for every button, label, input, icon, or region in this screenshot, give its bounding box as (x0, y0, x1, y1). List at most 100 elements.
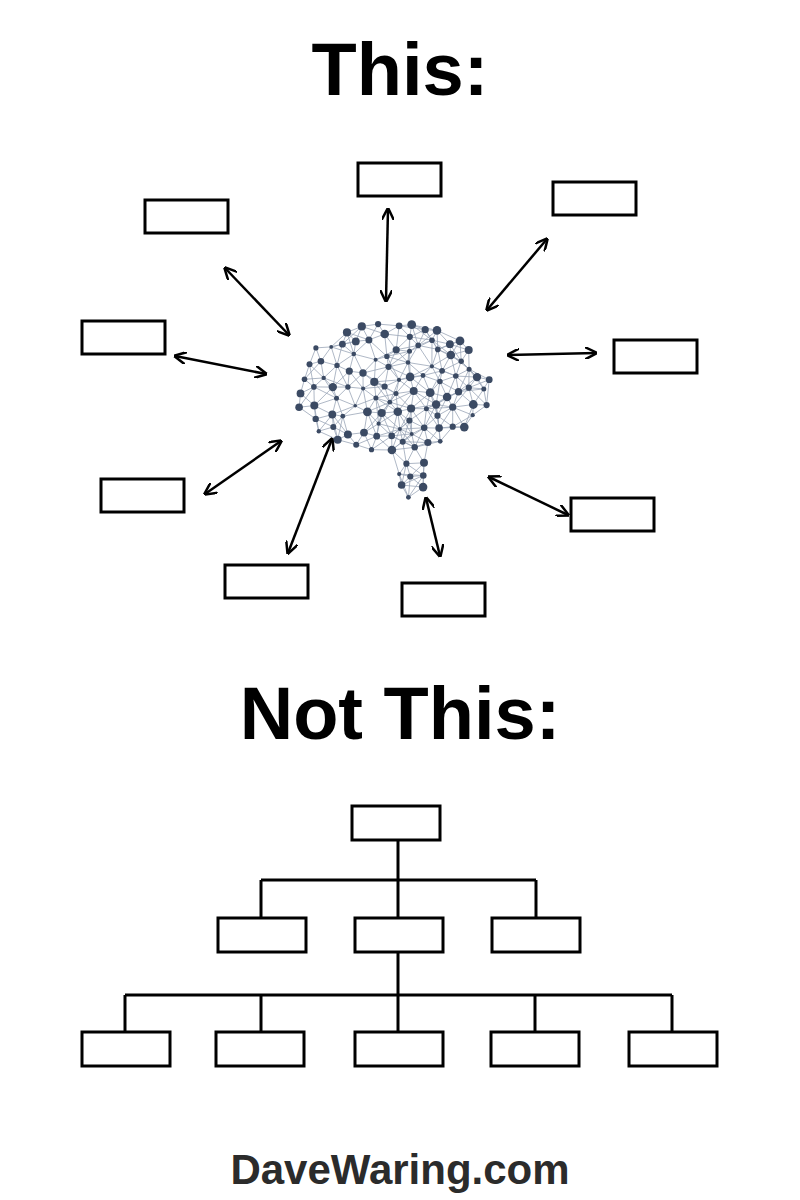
network-node (449, 404, 456, 411)
network-node (346, 368, 353, 375)
network-node (406, 360, 411, 365)
network-node (446, 340, 454, 348)
network-node (334, 363, 339, 368)
network-node (334, 436, 342, 444)
network-link (431, 340, 432, 366)
network-node (407, 334, 413, 340)
network-link (355, 389, 363, 406)
network-node (317, 429, 321, 433)
network-node (438, 439, 443, 444)
network-node (453, 373, 459, 379)
heading: This: (0, 28, 800, 112)
network-node (373, 396, 378, 401)
network-node (419, 483, 428, 492)
network-link (400, 429, 415, 447)
network-link (363, 367, 389, 373)
network-node (484, 402, 490, 408)
network-node (328, 411, 336, 419)
network-node (435, 347, 441, 353)
network-node (322, 376, 326, 380)
network-node (465, 346, 473, 354)
network-node (471, 413, 475, 417)
network-node (486, 376, 493, 383)
network-node (358, 322, 366, 330)
network-link (408, 477, 410, 498)
network-node (407, 320, 416, 329)
network-link (403, 421, 410, 442)
network-node (385, 364, 391, 370)
network-node (313, 345, 318, 350)
network-node (473, 373, 481, 381)
double-arrows (175, 209, 596, 556)
network-node (429, 337, 435, 343)
network-node (361, 386, 365, 390)
network-link (387, 356, 408, 362)
network-node (410, 387, 418, 395)
network-node (422, 326, 429, 333)
network-link (377, 429, 400, 436)
network-node (430, 364, 434, 368)
network-node (434, 413, 440, 419)
network-node (420, 472, 427, 479)
network-link (403, 428, 425, 442)
brain-network (295, 320, 492, 499)
network-node (344, 431, 352, 439)
network-node (396, 322, 403, 329)
network-link (337, 365, 348, 387)
network-node (397, 472, 401, 476)
network-link (418, 345, 432, 366)
network-link (343, 406, 355, 416)
network-link (369, 340, 387, 357)
network-node (415, 343, 421, 349)
network-node (406, 495, 411, 500)
network-node (295, 403, 303, 411)
network-link (438, 349, 442, 370)
network-node (370, 378, 378, 386)
network-node (310, 402, 318, 410)
network-node (481, 386, 486, 391)
network-node (456, 337, 465, 346)
network-node (447, 351, 456, 360)
network-node (469, 400, 478, 409)
heading: Not This: (0, 672, 800, 756)
network-node (380, 330, 389, 339)
network-link (305, 378, 324, 379)
network-node (387, 400, 392, 405)
network-node (378, 409, 386, 417)
network-node (421, 373, 426, 378)
network-node (398, 427, 402, 431)
network-link (337, 354, 354, 365)
network-node (388, 446, 397, 455)
network-node (394, 407, 403, 416)
network-link (376, 398, 379, 424)
network-node (432, 400, 440, 408)
network-link (337, 398, 356, 406)
network-node (439, 368, 445, 374)
network-node (397, 378, 401, 382)
network-node (394, 391, 399, 396)
network-node (407, 349, 412, 354)
network-node (374, 358, 378, 362)
network-link (379, 402, 390, 424)
network-node (455, 388, 462, 395)
network-node (363, 407, 372, 416)
network-link (432, 366, 456, 376)
network-node (393, 346, 400, 353)
network-link (403, 441, 428, 443)
network-node (307, 361, 313, 367)
network-node (329, 345, 333, 349)
network-node (450, 424, 456, 430)
network-node (343, 328, 351, 336)
network-node (433, 326, 442, 335)
network-node (330, 424, 336, 430)
network-link (331, 347, 354, 354)
network-link (305, 361, 321, 379)
org-chart-lines (125, 840, 672, 1032)
network-node (352, 352, 357, 357)
network-node (420, 459, 428, 467)
org-chart-boxes (82, 806, 717, 1066)
network-node (359, 369, 366, 376)
network-node (334, 396, 339, 401)
network-node (407, 404, 415, 412)
